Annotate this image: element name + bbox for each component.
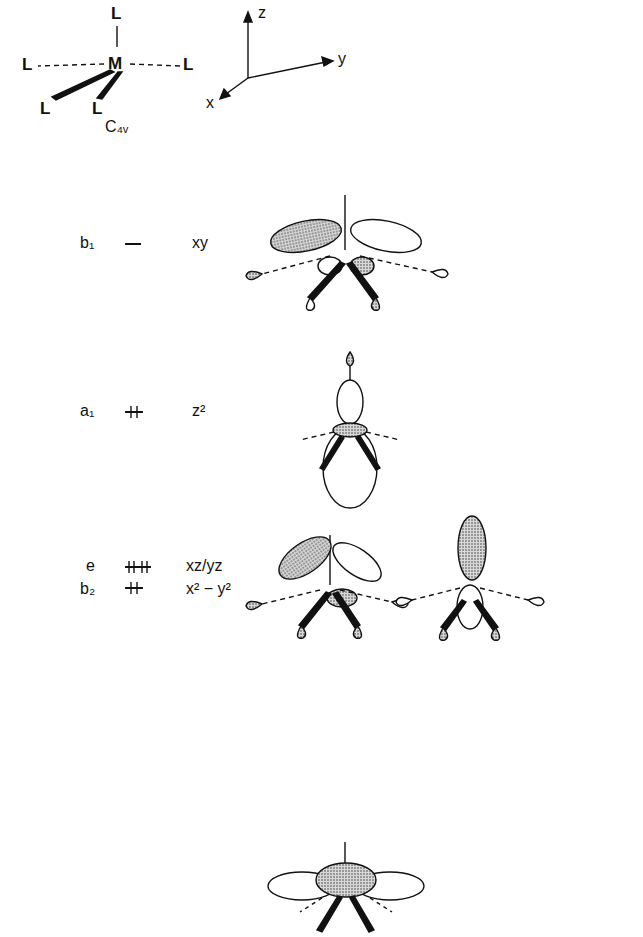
- axis-label: x: [206, 94, 214, 112]
- symmetry-label: e: [86, 557, 95, 575]
- metal-label: M: [108, 55, 122, 73]
- symmetry-label: b₁: [80, 234, 94, 252]
- orbital-label: xz/yz: [186, 557, 222, 575]
- axis-label: y: [338, 50, 346, 68]
- orbital-label: xy: [192, 234, 208, 252]
- ligand-label: L: [22, 56, 32, 74]
- axis-label: z: [258, 4, 266, 22]
- orbital-label: z²: [192, 402, 205, 420]
- point-group-label: C₄ᵥ: [105, 118, 128, 136]
- ligand-label: L: [92, 100, 102, 118]
- symmetry-label: b₂: [80, 580, 95, 598]
- ligand-label: L: [40, 100, 50, 118]
- ligand-label: L: [111, 5, 121, 23]
- ligand-label: L: [183, 56, 193, 74]
- symmetry-label: a₁: [80, 402, 94, 420]
- orbital-label: x² − y²: [186, 580, 231, 598]
